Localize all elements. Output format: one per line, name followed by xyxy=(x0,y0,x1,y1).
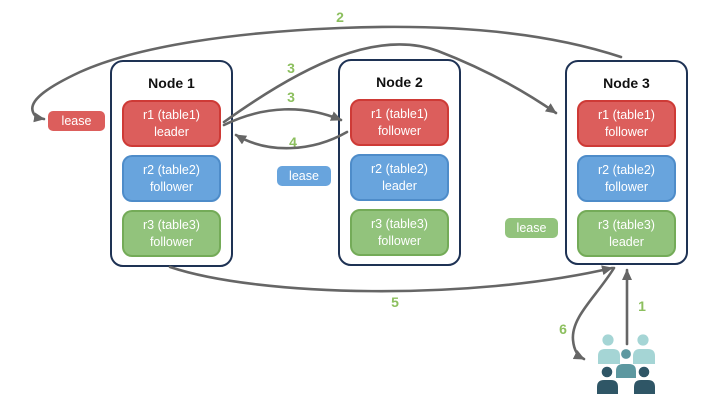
replica-name: r2 (table2) xyxy=(598,163,655,178)
node3-replica-r1: r1 (table1) follower xyxy=(577,100,676,147)
node3-replica-r2: r2 (table2) follower xyxy=(577,155,676,202)
arrow-3-to-node2 xyxy=(222,108,343,127)
replica-name: r1 (table1) xyxy=(143,108,200,123)
step-label-6: 6 xyxy=(559,321,567,337)
arrow-5 xyxy=(168,265,614,293)
replica-role: follower xyxy=(149,179,194,194)
node1-replica-r1: r1 (table1) leader xyxy=(122,100,221,147)
replica-name: r1 (table1) xyxy=(371,107,428,122)
node1-replica-r3: r3 (table3) follower xyxy=(122,210,221,257)
step-label-3a: 3 xyxy=(287,60,295,76)
node1-replica-r2: r2 (table2) follower xyxy=(122,155,221,202)
lease-badge-r1: lease xyxy=(48,111,105,131)
users-icon xyxy=(597,334,655,394)
node2-replica-r2: r2 (table2) leader xyxy=(350,154,449,201)
replica-name: r3 (table3) xyxy=(598,218,655,233)
node-2-box: Node 2 r1 (table1) follower r2 (table2) … xyxy=(338,59,461,266)
step-label-1: 1 xyxy=(638,298,646,314)
node-1-box: Node 1 r1 (table1) leader r2 (table2) fo… xyxy=(110,60,233,267)
node-3-title: Node 3 xyxy=(603,75,650,91)
step-label-2: 2 xyxy=(336,9,344,25)
node2-replica-r1: r1 (table1) follower xyxy=(350,99,449,146)
node3-replica-r3: r3 (table3) leader xyxy=(577,210,676,257)
lease-badge-r2: lease xyxy=(277,166,331,186)
replica-name: r2 (table2) xyxy=(371,162,428,177)
replica-role: follower xyxy=(377,123,422,138)
node2-replica-r3: r3 (table3) follower xyxy=(350,209,449,256)
node-1-title: Node 1 xyxy=(148,75,195,91)
lease-badge-r3: lease xyxy=(505,218,558,238)
replica-role: follower xyxy=(604,124,649,139)
replica-role: follower xyxy=(377,233,422,248)
replica-name: r1 (table1) xyxy=(598,108,655,123)
node-3-box: Node 3 r1 (table1) follower r2 (table2) … xyxy=(565,60,688,265)
step-label-5: 5 xyxy=(391,294,399,310)
replica-role: leader xyxy=(609,234,644,249)
replica-name: r2 (table2) xyxy=(143,163,200,178)
step-label-4: 4 xyxy=(289,134,297,150)
node-2-title: Node 2 xyxy=(376,74,423,90)
replica-role: follower xyxy=(149,234,194,249)
arrow-6 xyxy=(571,266,616,361)
replica-role: leader xyxy=(382,178,417,193)
step-label-3b: 3 xyxy=(287,89,295,105)
replica-role: leader xyxy=(154,124,189,139)
replica-name: r3 (table3) xyxy=(371,217,428,232)
replica-role: follower xyxy=(604,179,649,194)
replica-name: r3 (table3) xyxy=(143,218,200,233)
